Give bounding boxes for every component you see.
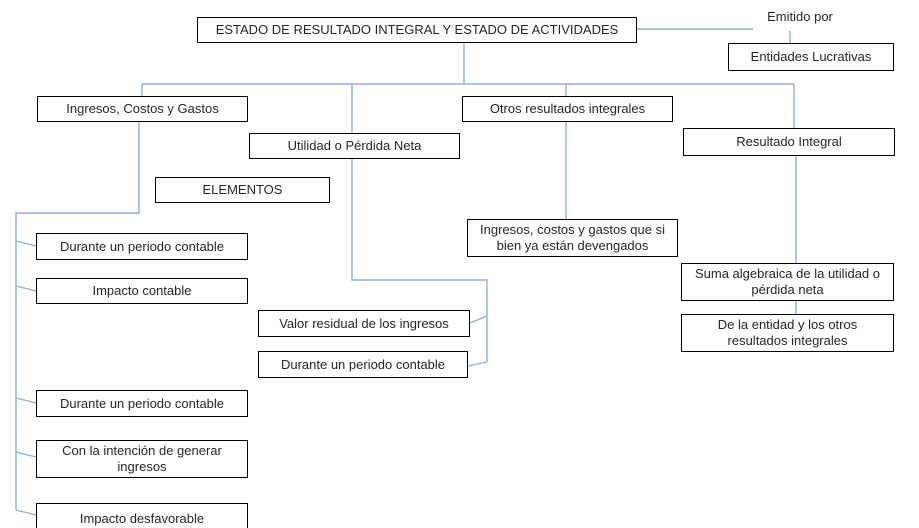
node-durante-periodo-contable-2: Durante un periodo contable <box>36 390 248 417</box>
node-intencion-generar-ingresos: Con la intención de generar ingresos <box>36 440 248 478</box>
connector-line <box>15 285 37 292</box>
node-resultado-integral: Resultado Integral <box>683 128 895 156</box>
node-elementos: ELEMENTOS <box>155 177 330 203</box>
connector-line <box>15 397 37 404</box>
node-otros-resultados-integrales: Otros resultados integrales <box>462 96 673 122</box>
node-impacto-contable: Impacto contable <box>36 278 248 304</box>
node-valor-residual: Valor residual de los ingresos <box>258 310 470 337</box>
node-ingresos-costos-gastos: Ingresos, Costos y Gastos <box>37 96 248 122</box>
connector-line <box>15 451 37 458</box>
node-durante-periodo-contable-1: Durante un periodo contable <box>36 233 248 260</box>
node-ingresos-devengados: Ingresos, costos y gastos que si bien ya… <box>467 219 678 257</box>
connector-line <box>351 159 488 362</box>
node-utilidad-perdida-neta: Utilidad o Pérdida Neta <box>249 133 460 159</box>
node-suma-algebraica: Suma algebraica de la utilidad o pérdida… <box>681 263 894 301</box>
connector-line <box>141 83 795 128</box>
connector-line <box>15 121 140 510</box>
connector-line <box>467 361 488 367</box>
connector-line <box>15 240 37 247</box>
emitted-by-label: Emitido por <box>767 9 833 24</box>
node-entidades-lucrativas: Entidades Lucrativas <box>728 43 894 71</box>
connector-line <box>15 509 37 516</box>
node-title: ESTADO DE RESULTADO INTEGRAL Y ESTADO DE… <box>197 17 637 43</box>
connector-line <box>469 315 488 324</box>
node-durante-periodo-contable-centro: Durante un periodo contable <box>258 351 468 378</box>
node-de-la-entidad: De la entidad y los otros resultados int… <box>681 314 894 352</box>
node-impacto-desfavorable: Impacto desfavorable <box>36 503 248 528</box>
